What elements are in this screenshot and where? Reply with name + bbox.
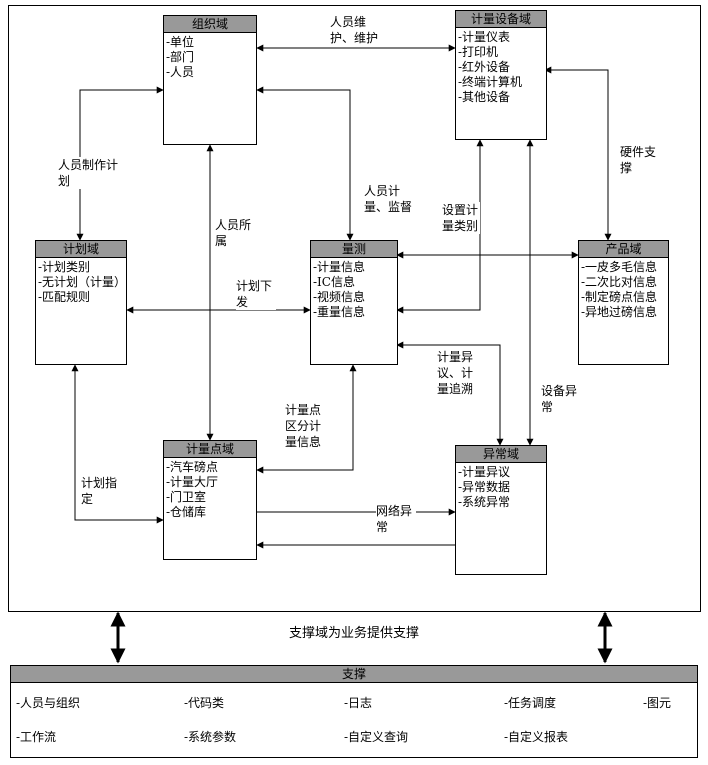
domain-box-measure: 量测 -计量信息 -IC信息 -视频信息 -重量信息 <box>310 240 398 365</box>
box-title-org: 组织域 <box>164 16 256 33</box>
edge-make-plan <box>76 86 164 241</box>
box-item: -单位 <box>166 35 195 49</box>
box-item: -制定磅点信息 <box>581 290 658 304</box>
domain-box-device: 计量设备域 -计量仪表 -打印机 -红外设备 -终端计算机 -其他设备 <box>455 10 547 140</box>
support-item: -系统参数 <box>184 730 237 744</box>
edge-label-hardware-support: 硬件支撑 <box>620 144 664 176</box>
box-item: -计量信息 <box>313 260 366 274</box>
edge-point-info <box>256 364 357 474</box>
box-item: -一皮多毛信息 <box>581 260 658 274</box>
edge-label-measure-exception: 计量异议、计量追溯 <box>437 349 477 397</box>
box-item: -IC信息 <box>313 275 355 289</box>
box-item: -打印机 <box>458 45 499 59</box>
edge-label-make-plan: 人员制作计划 <box>58 157 122 189</box>
edge-label-plan-dispatch: 计划下发 <box>236 278 276 310</box>
box-item: -视频信息 <box>313 290 366 304</box>
edge-label-device-exception: 设备异常 <box>541 383 581 415</box>
edge-label-point-info: 计量点区分计量信息 <box>285 402 325 450</box>
box-item: -计量异议 <box>458 465 511 479</box>
box-title-plan: 计划域 <box>36 241 126 258</box>
support-item: -人员与组织 <box>16 696 81 710</box>
support-box: 支撑 -人员与组织 -代码类 -日志 -任务调度 -图元 -工作流 -系统参数 … <box>10 665 698 758</box>
box-item: -异常数据 <box>458 480 511 494</box>
box-item: -仓储库 <box>166 505 207 519</box>
edge-label-person-belong: 人员所属 <box>215 217 255 249</box>
edge-label-set-category: 设置计量类别 <box>442 202 480 234</box>
support-item: -日志 <box>344 696 373 710</box>
box-item: -其他设备 <box>458 90 511 104</box>
box-item: -计划类别 <box>38 260 91 274</box>
box-item: -系统异常 <box>458 495 511 509</box>
box-item: -门卫室 <box>166 490 207 504</box>
support-item: -自定义查询 <box>344 730 409 744</box>
edge-label-staff-maintain: 人员维护、维护 <box>330 14 386 46</box>
outer-frame <box>8 5 701 612</box>
box-title-device: 计量设备域 <box>456 11 546 28</box>
box-item: -终端计算机 <box>458 75 523 89</box>
edge-label-person-measure: 人员计量、监督 <box>364 183 416 215</box>
box-item: -部门 <box>166 50 195 64</box>
support-item: -工作流 <box>16 730 57 744</box>
domain-box-plan: 计划域 -计划类别 -无计划（计量） -匹配规则 <box>35 240 127 365</box>
edge-plan-assign <box>71 364 164 524</box>
edge-measure-exception <box>396 341 504 446</box>
support-title: 支撑 <box>11 666 697 683</box>
box-item: -无计划（计量） <box>38 275 127 289</box>
box-item: -二次比对信息 <box>581 275 658 289</box>
support-item: -图元 <box>643 696 672 710</box>
box-title-product: 产品域 <box>579 241 668 258</box>
box-item: -计量仪表 <box>458 30 511 44</box>
edge-label-network-exception: 网络异常 <box>376 503 416 535</box>
support-item: -自定义报表 <box>504 730 569 744</box>
box-item: -异地过磅信息 <box>581 305 658 319</box>
domain-box-org: 组织域 -单位 -部门 -人员 <box>163 15 257 145</box>
domain-box-product: 产品域 -一皮多毛信息 -二次比对信息 -制定磅点信息 -异地过磅信息 <box>578 240 669 365</box>
box-title-exception: 异常域 <box>456 446 546 463</box>
box-item: -重量信息 <box>313 305 366 319</box>
edge-person-measure <box>256 86 354 241</box>
support-item: -任务调度 <box>504 696 557 710</box>
support-caption: 支撑域为业务提供支撑 <box>288 626 419 641</box>
box-title-point: 计量点域 <box>164 441 256 458</box>
domain-box-exception: 异常域 -计量异议 -异常数据 -系统异常 <box>455 445 547 575</box>
box-item: -红外设备 <box>458 60 511 74</box>
box-item: -汽车磅点 <box>166 460 219 474</box>
box-title-measure: 量测 <box>311 241 397 258</box>
domain-box-point: 计量点域 -汽车磅点 -计量大厅 -门卫室 -仓储库 <box>163 440 257 560</box>
box-item: -人员 <box>166 65 195 79</box>
box-item: -匹配规则 <box>38 290 91 304</box>
support-item: -代码类 <box>184 696 225 710</box>
box-item: -计量大厅 <box>166 475 219 489</box>
edge-hardware-support <box>544 66 612 241</box>
edge-label-plan-assign: 计划指定 <box>81 475 121 507</box>
edge-set-category <box>396 139 484 314</box>
